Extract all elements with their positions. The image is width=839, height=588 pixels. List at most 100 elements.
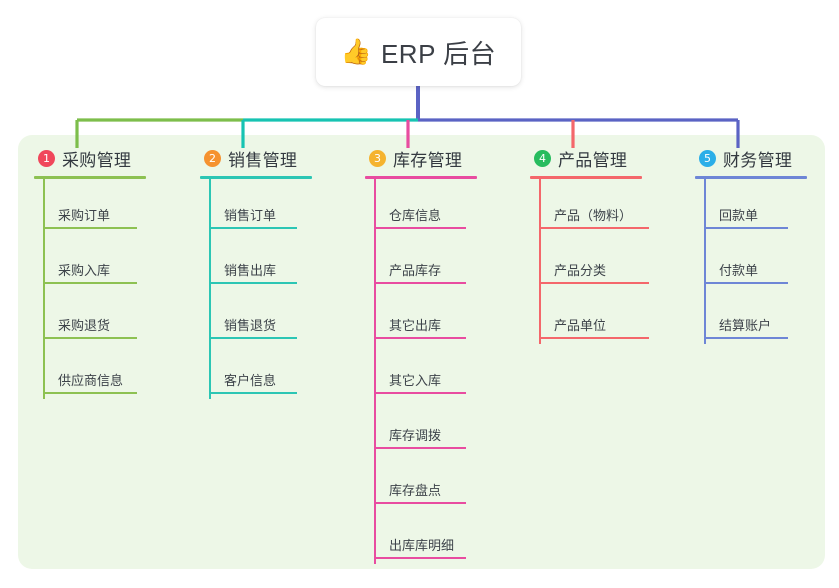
leaf-item-label: 付款单 <box>719 263 759 278</box>
leaf-item[interactable]: 库存盘点 <box>365 454 477 509</box>
category-underline-3 <box>365 176 477 179</box>
leaf-item-label: 其它出库 <box>389 318 442 333</box>
leaf-item-label: 库存盘点 <box>389 483 442 498</box>
category-title-1: 采购管理 <box>62 150 132 170</box>
thumbs-up-icon: 👍 <box>340 37 372 66</box>
category-spine-2 <box>209 179 211 399</box>
category-column-2: 2 销售管理销售订单销售出库销售退货客户信息 <box>200 146 312 399</box>
category-underline-1 <box>34 176 146 179</box>
category-underline-4 <box>530 176 642 179</box>
leaf-item-label: 供应商信息 <box>58 373 124 388</box>
leaf-item-underline <box>43 392 137 394</box>
category-header-2[interactable]: 2 销售管理 <box>200 146 312 170</box>
category-title-2: 销售管理 <box>228 150 298 170</box>
leaf-item-label: 产品库存 <box>389 263 442 278</box>
leaf-item-underline <box>43 337 137 339</box>
leaf-item[interactable]: 产品库存 <box>365 234 477 289</box>
category-spine-1 <box>43 179 45 399</box>
leaf-item-underline <box>209 282 297 284</box>
leaf-item[interactable]: 采购订单 <box>34 179 146 234</box>
category-items-1: 采购订单采购入库采购退货供应商信息 <box>34 179 146 399</box>
category-spine-3 <box>374 179 376 564</box>
leaf-item[interactable]: 产品单位 <box>530 289 649 344</box>
leaf-item-underline <box>704 337 788 339</box>
category-underline-5 <box>695 176 807 179</box>
leaf-item-underline <box>374 282 466 284</box>
category-items-5: 回款单付款单结算账户 <box>695 179 807 344</box>
leaf-item[interactable]: 采购退货 <box>34 289 146 344</box>
leaf-item-underline <box>209 227 297 229</box>
category-spine-5 <box>704 179 706 344</box>
leaf-item-underline <box>43 227 137 229</box>
category-title-3: 库存管理 <box>393 150 463 170</box>
leaf-item[interactable]: 其它出库 <box>365 289 477 344</box>
category-badge-4: 4 <box>534 149 551 167</box>
category-badge-1: 1 <box>38 149 55 167</box>
leaf-item-underline <box>374 337 466 339</box>
category-items-4: 产品（物料） 产品分类产品单位 <box>530 179 649 344</box>
leaf-item-label: 产品单位 <box>554 318 607 333</box>
leaf-item-underline <box>374 502 466 504</box>
leaf-item[interactable]: 库存调拨 <box>365 399 477 454</box>
category-spine-4 <box>539 179 541 344</box>
leaf-item[interactable]: 产品分类 <box>530 234 649 289</box>
leaf-item-underline <box>374 227 466 229</box>
category-column-1: 1 采购管理采购订单采购入库采购退货供应商信息 <box>34 146 146 399</box>
leaf-item-label: 库存调拨 <box>389 428 442 443</box>
diagram-panel <box>18 135 825 569</box>
category-column-5: 5 财务管理回款单付款单结算账户 <box>695 146 807 344</box>
leaf-item-label: 销售订单 <box>224 208 277 223</box>
leaf-item[interactable]: 客户信息 <box>200 344 312 399</box>
leaf-item[interactable]: 销售订单 <box>200 179 312 234</box>
leaf-item-underline <box>704 227 788 229</box>
leaf-item[interactable]: 销售出库 <box>200 234 312 289</box>
leaf-item-label: 结算账户 <box>719 318 772 333</box>
category-items-3: 仓库信息产品库存其它出库其它入库库存调拨库存盘点出库库明细 <box>365 179 477 564</box>
category-badge-2: 2 <box>204 149 221 167</box>
leaf-item[interactable]: 采购入库 <box>34 234 146 289</box>
leaf-item-underline <box>374 392 466 394</box>
leaf-item-label: 销售退货 <box>224 318 277 333</box>
leaf-item[interactable]: 付款单 <box>695 234 807 289</box>
category-items-2: 销售订单销售出库销售退货客户信息 <box>200 179 312 399</box>
leaf-item-label: 回款单 <box>719 208 759 223</box>
leaf-item-label: 采购退货 <box>58 318 111 333</box>
leaf-item[interactable]: 产品（物料） <box>530 179 649 234</box>
leaf-item-underline <box>539 337 649 339</box>
leaf-item-underline <box>209 337 297 339</box>
leaf-item-label: 采购订单 <box>58 208 111 223</box>
leaf-item-underline <box>374 557 466 559</box>
leaf-item[interactable]: 出库库明细 <box>365 509 477 564</box>
leaf-item-label: 产品分类 <box>554 263 607 278</box>
leaf-item-label: 仓库信息 <box>389 208 442 223</box>
category-column-3: 3 库存管理仓库信息产品库存其它出库其它入库库存调拨库存盘点出库库明细 <box>365 146 477 564</box>
leaf-item-label: 产品（物料） <box>554 208 633 223</box>
leaf-item-underline <box>539 282 649 284</box>
leaf-item[interactable]: 仓库信息 <box>365 179 477 234</box>
category-header-1[interactable]: 1 采购管理 <box>34 146 146 170</box>
category-underline-2 <box>200 176 312 179</box>
category-badge-5: 5 <box>699 149 716 167</box>
category-header-3[interactable]: 3 库存管理 <box>365 146 477 170</box>
root-node[interactable]: 👍 ERP 后台 <box>316 18 521 86</box>
leaf-item-label: 销售出库 <box>224 263 277 278</box>
category-title-5: 财务管理 <box>723 150 793 170</box>
root-title: ERP 后台 <box>380 38 497 69</box>
leaf-item-label: 出库库明细 <box>389 538 455 553</box>
leaf-item[interactable]: 其它入库 <box>365 344 477 399</box>
leaf-item-label: 其它入库 <box>389 373 442 388</box>
leaf-item-label: 采购入库 <box>58 263 111 278</box>
leaf-item-underline <box>539 227 649 229</box>
leaf-item[interactable]: 结算账户 <box>695 289 807 344</box>
leaf-item-underline <box>374 447 466 449</box>
category-header-5[interactable]: 5 财务管理 <box>695 146 807 170</box>
leaf-item-underline <box>43 282 137 284</box>
leaf-item[interactable]: 供应商信息 <box>34 344 146 399</box>
category-badge-3: 3 <box>369 149 386 167</box>
leaf-item[interactable]: 销售退货 <box>200 289 312 344</box>
leaf-item-label: 客户信息 <box>224 373 277 388</box>
leaf-item[interactable]: 回款单 <box>695 179 807 234</box>
